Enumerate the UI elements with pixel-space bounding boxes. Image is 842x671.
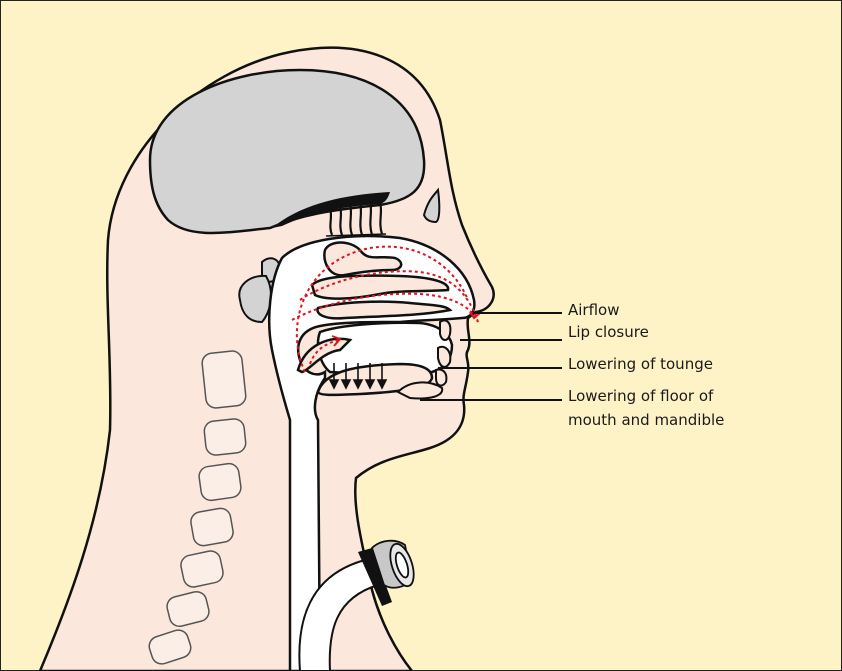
label-lowering-tongue: Lowering of tounge — [568, 352, 713, 376]
label-lip-closure: Lip closure — [568, 320, 649, 344]
label-lowering-floor-line1: Lowering of floor of — [568, 384, 713, 408]
label-lowering-floor-line2: mouth and mandible — [568, 408, 724, 432]
label-airflow: Airflow — [568, 298, 620, 322]
